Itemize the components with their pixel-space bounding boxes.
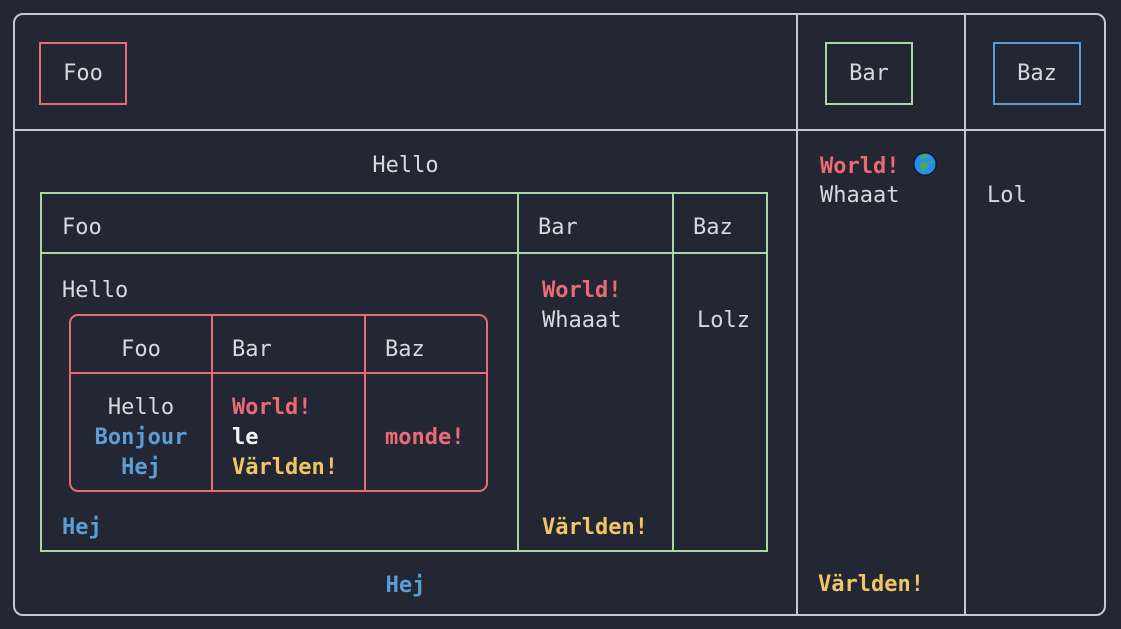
outer-bar-world-text: World! [820,154,900,179]
red-column-divider-2 [364,316,366,490]
outer-column-divider-2 [964,14,966,614]
green-foo-caption: Hej [62,515,102,540]
outer-table-border [13,13,1106,616]
outer-bar-line1: World! [820,151,938,181]
header-label-foo: Foo [63,60,103,86]
green-header-baz: Baz [693,215,733,240]
outer-bar-line2: Whaaat [820,183,900,208]
outer-foo-title: Hello [372,153,439,178]
red-bar-line1: World! [232,395,312,420]
green-column-divider-1 [517,194,519,550]
earth-globe-icon [913,152,938,176]
red-bar-line2: le [232,425,259,450]
red-foo-line1: Hello [107,395,175,420]
header-panel-baz: Baz [993,42,1081,105]
green-table: Foo Bar Baz Hello Hej World! Whaaat Värl… [40,192,768,552]
green-baz-text: Lolz [697,308,750,333]
red-baz-text: monde! [385,425,465,450]
red-table: Foo Bar Baz Hello Bonjour Hej World! le … [69,314,488,492]
red-foo-line3: Hej [121,455,161,480]
red-header-baz: Baz [385,337,425,362]
green-bar-line1: World! [542,278,622,303]
red-bar-line3: Världen! [232,455,338,480]
red-header-foo: Foo [121,337,161,362]
green-header-bar: Bar [538,215,578,240]
green-header-divider [42,252,766,254]
outer-column-divider-1 [796,14,798,614]
red-foo-line2: Bonjour [94,425,188,450]
outer-foo-caption: Hej [385,573,426,598]
outer-baz-text: Lol [987,183,1027,208]
green-foo-title: Hello [62,278,129,303]
green-bar-line2: Whaaat [542,308,622,333]
red-header-divider [71,372,486,374]
header-label-baz: Baz [1017,60,1057,86]
header-label-bar: Bar [849,60,889,86]
green-bar-line3: Världen! [542,515,648,540]
header-panel-foo: Foo [39,42,127,105]
outer-bar-line3: Världen! [818,572,924,597]
header-panel-bar: Bar [825,42,913,105]
outer-header-divider [14,129,1105,131]
red-column-divider-1 [211,316,213,490]
green-header-foo: Foo [62,215,102,240]
green-column-divider-2 [672,194,674,550]
red-header-bar: Bar [232,337,272,362]
